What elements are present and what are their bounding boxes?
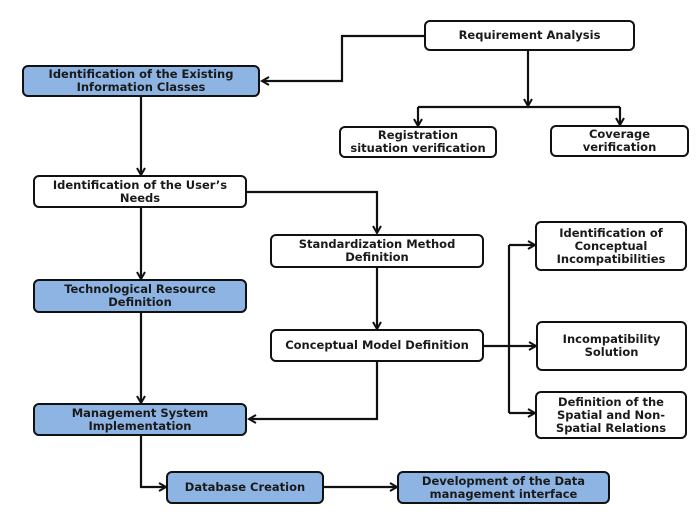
node-management-system: Management System Implementation xyxy=(33,403,247,436)
node-spatial-relations: Definition of the Spatial and Non- Spati… xyxy=(535,391,687,439)
edge-users-needs-to-standardization xyxy=(247,190,377,233)
edge-requirement-to-existing-classes xyxy=(262,34,424,81)
edge-management-to-database xyxy=(139,436,166,487)
node-incompatibility-solution: Incompatibility Solution xyxy=(536,321,687,371)
node-requirement-analysis: Requirement Analysis xyxy=(424,20,635,51)
node-conceptual-incompatibilities: Identification of Conceptual Incompatibi… xyxy=(535,221,687,271)
edge-conceptual-model-to-management xyxy=(249,362,379,419)
node-database-creation: Database Creation xyxy=(166,471,324,504)
node-registration-verification: Registration situation verification xyxy=(339,126,497,158)
node-coverage-verification: Coverage verification xyxy=(550,125,689,157)
node-technological-resource: Technological Resource Definition xyxy=(33,279,247,313)
node-data-management-interface: Development of the Data management inter… xyxy=(397,471,610,504)
node-existing-information-classes: Identification of the Existing Informati… xyxy=(22,65,260,97)
node-conceptual-model: Conceptual Model Definition xyxy=(270,329,484,362)
node-standardization-method: Standardization Method Definition xyxy=(270,234,484,268)
node-users-needs: Identification of the User’s Needs xyxy=(33,175,247,208)
